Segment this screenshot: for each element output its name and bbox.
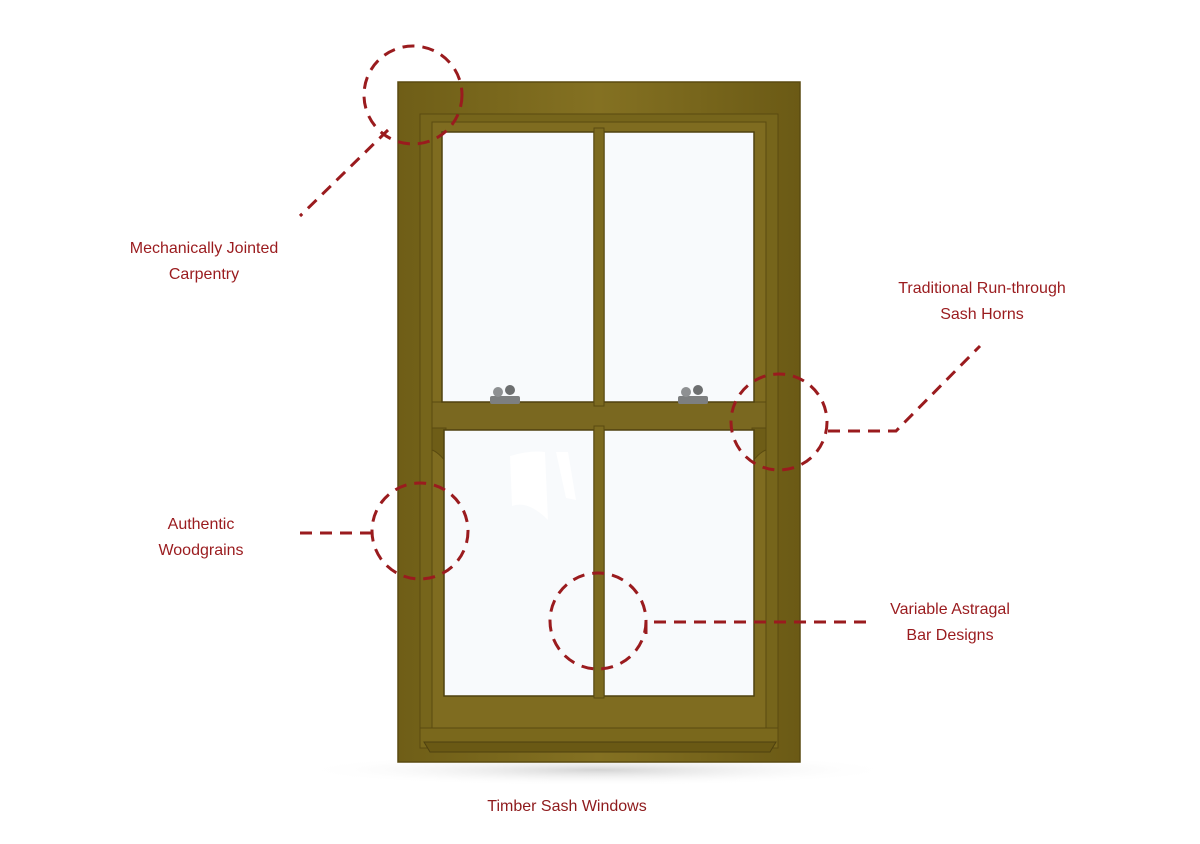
astragal-bar-upper [593,127,605,407]
callout-label-carpentry-line1: Mechanically Jointed [129,240,279,257]
sash-lock-right [678,385,708,404]
callout-line-carpentry [298,128,390,218]
callout-label-astragal-line2: Bar Designs [906,627,994,644]
callout-label-woodgrains-line1: Authentic [167,516,235,533]
callout-label-astragal-line1: Variable Astragal [890,601,1010,618]
callout-circle-carpentry [362,44,464,146]
diagram-caption: Timber Sash Windows [487,798,647,815]
callout-label-carpentry-line2: Carpentry [168,266,240,283]
callout-line-sash-horns [828,344,982,433]
glass-reflection-2 [556,452,576,500]
glass-pane-upper-left [441,131,595,403]
callout-label-sash-horns: Traditional Run-through Sash Horns [880,276,1084,328]
astragal-bar-lower [593,425,605,699]
callout-circle-woodgrains [370,481,470,581]
callout-label-sash-horns-line2: Sash Horns [940,306,1024,323]
callout-line-astragal [644,620,868,634]
callout-label-sash-horns-line1: Traditional Run-through [898,280,1066,297]
window-sill [423,741,777,753]
glass-reflection [510,451,548,520]
callout-circle-astragal [548,571,648,671]
callout-label-carpentry: Mechanically Jointed Carpentry [112,236,296,288]
glass-pane-upper-right [603,131,755,403]
callout-label-woodgrains-line2: Woodgrains [158,542,244,559]
callout-circle-sash-horns [729,372,829,472]
sash-lock-left [490,385,520,404]
callout-label-woodgrains: Authentic Woodgrains [134,512,268,564]
glass-pane-lower-right [603,429,755,697]
callout-label-astragal: Variable Astragal Bar Designs [868,597,1032,649]
